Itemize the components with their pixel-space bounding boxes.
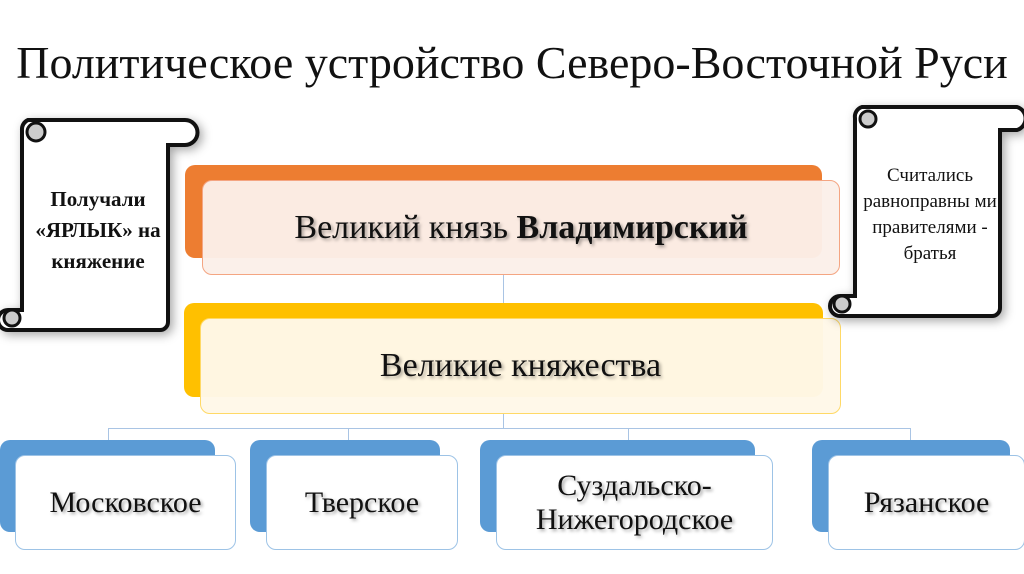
connector — [503, 413, 504, 428]
principality-box-suzdal: Суздальско-Нижегородское — [496, 455, 773, 550]
grand-prince-box: Великий князь Владимирский — [202, 180, 840, 275]
principality-box-tver: Тверское — [266, 455, 458, 550]
left-scroll: Получали «ЯРЛЫК» на княжение — [0, 110, 205, 335]
scroll-icon — [828, 105, 1024, 318]
principality-box-ryazan: Рязанское — [828, 455, 1024, 550]
right-scroll: Считались равноправны ми правителями - б… — [822, 100, 1024, 325]
connector — [628, 428, 629, 442]
connector — [348, 428, 349, 442]
grand-prince-text: Великий князь Владимирский — [294, 209, 747, 247]
slide-title: Политическое устройство Северо-Восточной… — [16, 37, 1008, 88]
principality-label: Рязанское — [863, 485, 990, 519]
great-principalities-box: Великие княжества — [200, 318, 841, 414]
connector — [108, 428, 911, 429]
vladimir-label: Владимирский — [516, 208, 748, 246]
scroll-icon — [0, 118, 200, 332]
principality-label: Московское — [49, 485, 202, 519]
left-scroll-text: Получали «ЯРЛЫК» на княжение — [35, 186, 161, 273]
principality-label: Суздальско-Нижегородское — [535, 468, 734, 536]
grand-prince-label: Великий князь — [294, 208, 517, 246]
connector — [503, 274, 504, 318]
great-principalities-label: Великие княжества — [379, 347, 662, 384]
connector — [910, 428, 911, 442]
principality-box-moscow: Московское — [15, 455, 236, 550]
right-scroll-text: Считались равноправны ми правителями - б… — [863, 165, 997, 264]
principality-label: Тверское — [304, 485, 420, 519]
connector — [108, 428, 109, 442]
